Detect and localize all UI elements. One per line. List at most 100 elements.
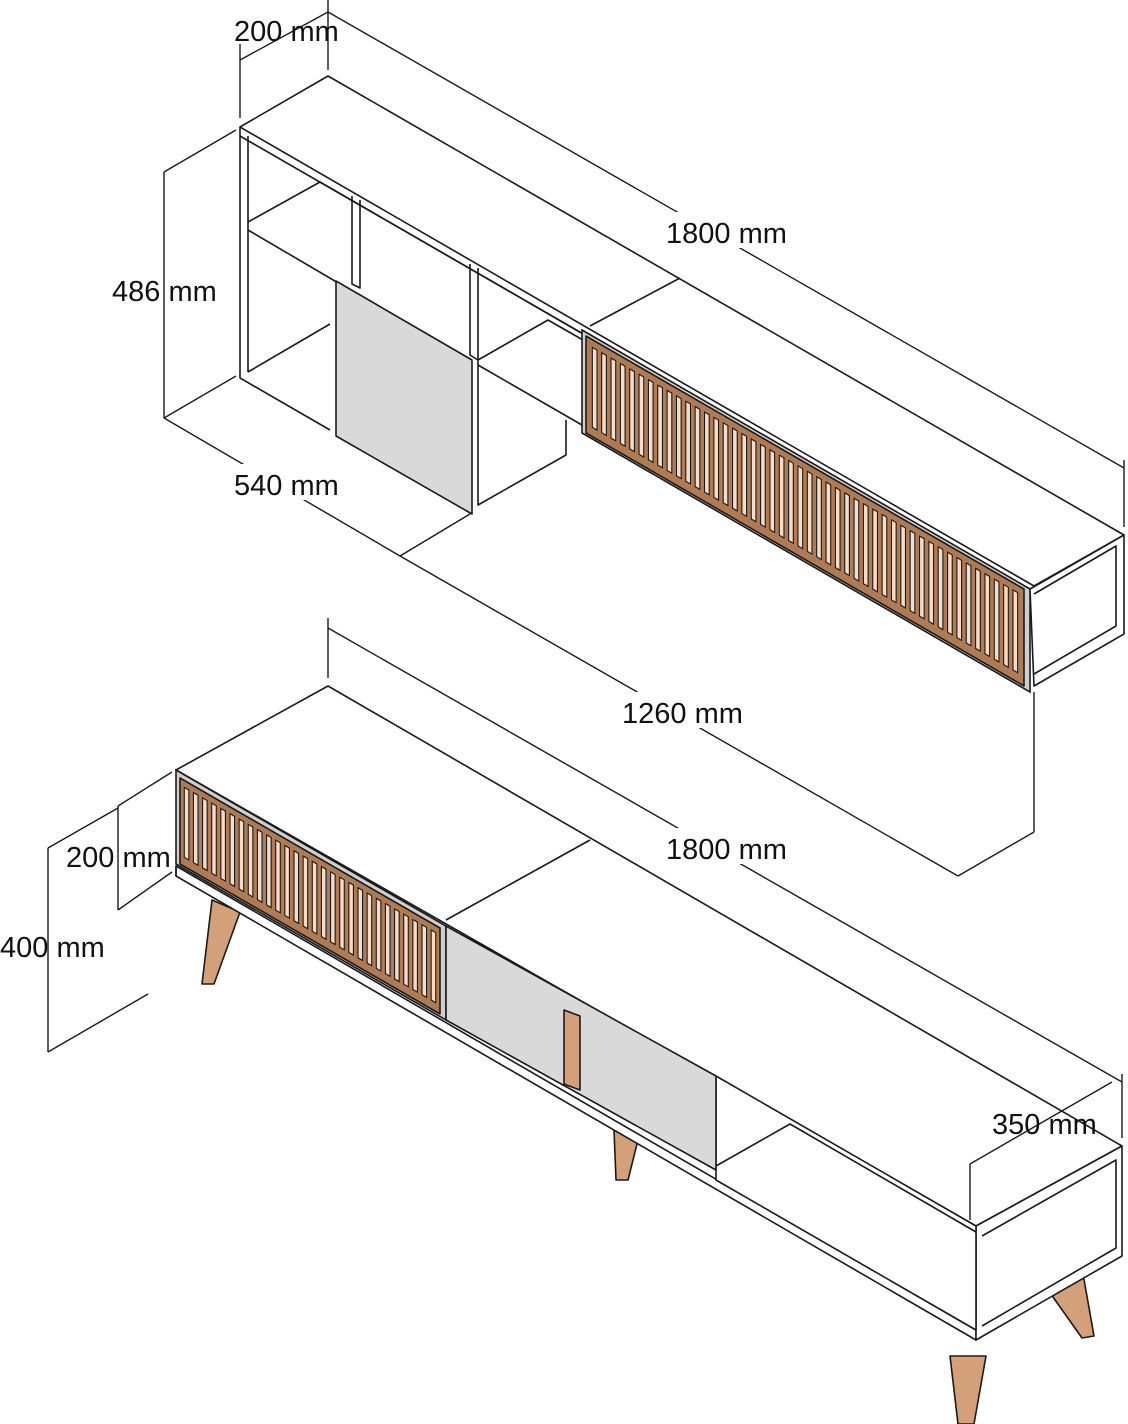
slat	[1003, 583, 1009, 669]
slat	[384, 902, 391, 978]
wall-shelf-gray-door	[335, 280, 473, 515]
wall-shelf-right-box-top	[589, 277, 681, 327]
slat	[956, 556, 963, 642]
slat	[256, 828, 263, 904]
wall-shelf-divider-1	[351, 196, 361, 289]
slat	[797, 465, 804, 550]
slat	[862, 502, 869, 588]
wall-shelf-middle-shelf-front	[247, 229, 341, 285]
slat	[366, 892, 373, 967]
label-bottom-height: 400 mm	[0, 932, 105, 964]
wall-shelf-lower-compartment	[477, 319, 591, 361]
slat	[192, 791, 199, 867]
slat	[229, 812, 236, 888]
slat	[713, 416, 720, 502]
tv-unit-slat-panel	[179, 777, 441, 1015]
slat	[675, 394, 682, 480]
slat	[183, 786, 190, 861]
wall-shelf-lower-box-top	[477, 364, 583, 426]
label-top-right-width: 1260 mm	[622, 698, 743, 730]
slat	[965, 562, 972, 647]
tv-unit-door-handle	[563, 1009, 581, 1091]
wall-shelf-lower-box	[477, 360, 567, 506]
slat	[1012, 589, 1019, 674]
slat	[918, 535, 925, 620]
slat	[900, 524, 907, 609]
wall-shelf-right-end	[1029, 534, 1125, 687]
wall-shelf-right-end-inner	[1033, 545, 1117, 675]
wall-shelf-middle-shelf	[247, 181, 591, 339]
slat	[311, 860, 318, 935]
wall-shelf-slats	[591, 346, 1019, 674]
slat	[853, 497, 860, 582]
slat	[769, 448, 776, 534]
slat	[357, 886, 364, 962]
tv-unit-leg-front-left	[201, 899, 241, 985]
slat	[211, 802, 217, 877]
slat	[881, 513, 888, 599]
slat	[947, 551, 953, 636]
slat	[760, 443, 766, 529]
slat	[928, 540, 935, 626]
slat	[394, 907, 400, 983]
slat	[619, 362, 626, 448]
label-bottom-drawer-height: 200 mm	[66, 842, 171, 874]
slat	[647, 378, 654, 464]
tv-unit-gray-door	[445, 925, 717, 1171]
slat	[220, 807, 226, 883]
slat	[825, 481, 832, 566]
slat	[741, 432, 748, 518]
tv-unit-top-divider-line	[445, 839, 591, 921]
slat	[421, 923, 428, 999]
slat	[403, 913, 409, 988]
slat	[330, 870, 336, 946]
slat	[202, 796, 208, 872]
slat	[694, 405, 701, 491]
slat	[284, 844, 290, 920]
slat	[732, 427, 738, 512]
slat	[993, 578, 1000, 663]
slat	[430, 929, 437, 1004]
label-top-height: 486 mm	[112, 276, 217, 308]
slat	[844, 491, 850, 577]
label-bottom-width: 1800 mm	[666, 834, 787, 866]
slat	[247, 823, 254, 898]
slat	[816, 475, 822, 561]
slat	[666, 389, 673, 475]
slat	[657, 384, 663, 469]
slat	[375, 897, 382, 972]
slat	[788, 459, 794, 545]
slat	[348, 881, 354, 957]
slat	[629, 367, 635, 453]
label-bottom-depth: 350 mm	[992, 1109, 1097, 1141]
slat	[806, 470, 813, 555]
wall-shelf-divider-2	[469, 264, 479, 361]
slat	[722, 421, 729, 507]
wall-shelf-left-frame	[239, 127, 331, 431]
slat	[293, 849, 300, 925]
tv-unit-slats	[183, 786, 437, 1004]
tv-unit-leg-front-right	[949, 1355, 987, 1424]
slat	[909, 529, 916, 615]
slat	[412, 918, 418, 994]
slat	[266, 833, 272, 909]
slat	[638, 373, 645, 458]
slat	[778, 454, 785, 539]
slat	[320, 865, 327, 941]
label-top-left-width: 540 mm	[234, 470, 339, 502]
slat	[601, 351, 607, 437]
slat	[610, 357, 617, 442]
slat	[685, 400, 692, 485]
tv-unit-open-shelf	[715, 1123, 977, 1233]
wall-shelf-unit	[239, 75, 1125, 694]
slat	[872, 508, 878, 593]
slat	[591, 346, 598, 431]
tv-unit-right-end-inner	[981, 1159, 1117, 1327]
dimension-labels: 200 mm 1800 mm 486 mm 540 mm 1260 mm 180…	[0, 16, 1097, 1141]
wall-shelf-bottom-inner	[247, 323, 331, 373]
label-top-width: 1800 mm	[666, 218, 787, 250]
slat	[339, 876, 345, 951]
slat	[984, 572, 991, 658]
slat	[834, 486, 841, 572]
slat	[275, 839, 281, 914]
